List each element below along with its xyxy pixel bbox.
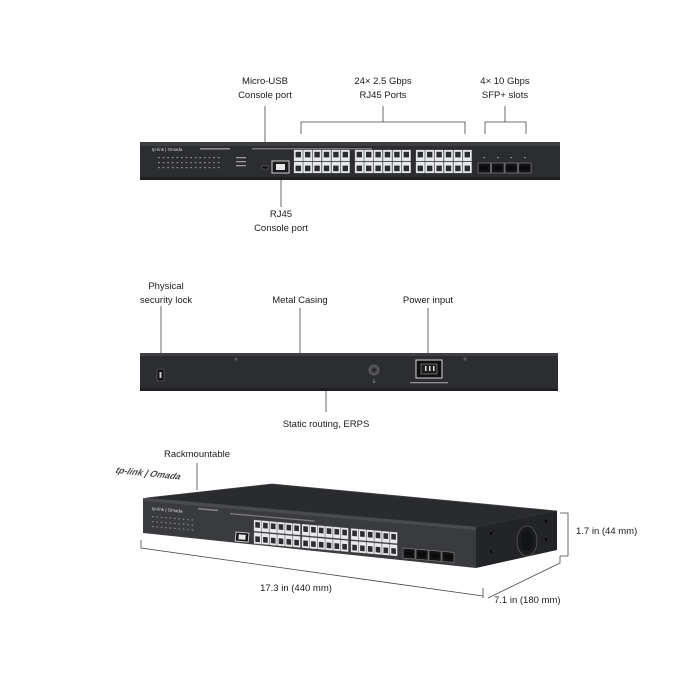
routing-label: Static routing, ERPS <box>282 419 370 430</box>
iso-top-logo: tp-link | Omada <box>113 466 184 483</box>
iso-front-brand: tp-link | Omada <box>152 506 183 514</box>
screw <box>234 357 238 361</box>
status-leds <box>158 157 220 169</box>
svg-text:⏚: ⏚ <box>371 378 376 385</box>
sfp-slot-row <box>477 157 532 174</box>
iso-status-leds <box>152 516 194 531</box>
rear-callouts <box>160 306 429 412</box>
screw <box>463 357 467 361</box>
metal-casing-label: Metal Casing <box>272 295 328 306</box>
micro-usb-port <box>261 165 269 170</box>
front-brand: tp-link | Omada <box>152 147 183 152</box>
iso-rj45-port-grid <box>253 519 398 557</box>
rj45-port-grid <box>293 149 472 174</box>
height-label: 1.7 in (44 mm) <box>576 526 638 537</box>
front-switch: tp-link | Omada <box>140 142 560 180</box>
rackmountable-label: Rackmountable <box>163 449 230 460</box>
iso-callouts <box>140 463 569 599</box>
iso-sfp-row <box>402 547 455 563</box>
width-label: 17.3 in (440 mm) <box>260 583 332 594</box>
power-input-label: Power input <box>402 295 454 306</box>
depth-label: 7.1 in (180 mm) <box>494 595 561 606</box>
rear-switch: ⏚ <box>140 353 558 391</box>
iso-switch: tp-link | Omada tp-link | Omada <box>113 466 558 568</box>
